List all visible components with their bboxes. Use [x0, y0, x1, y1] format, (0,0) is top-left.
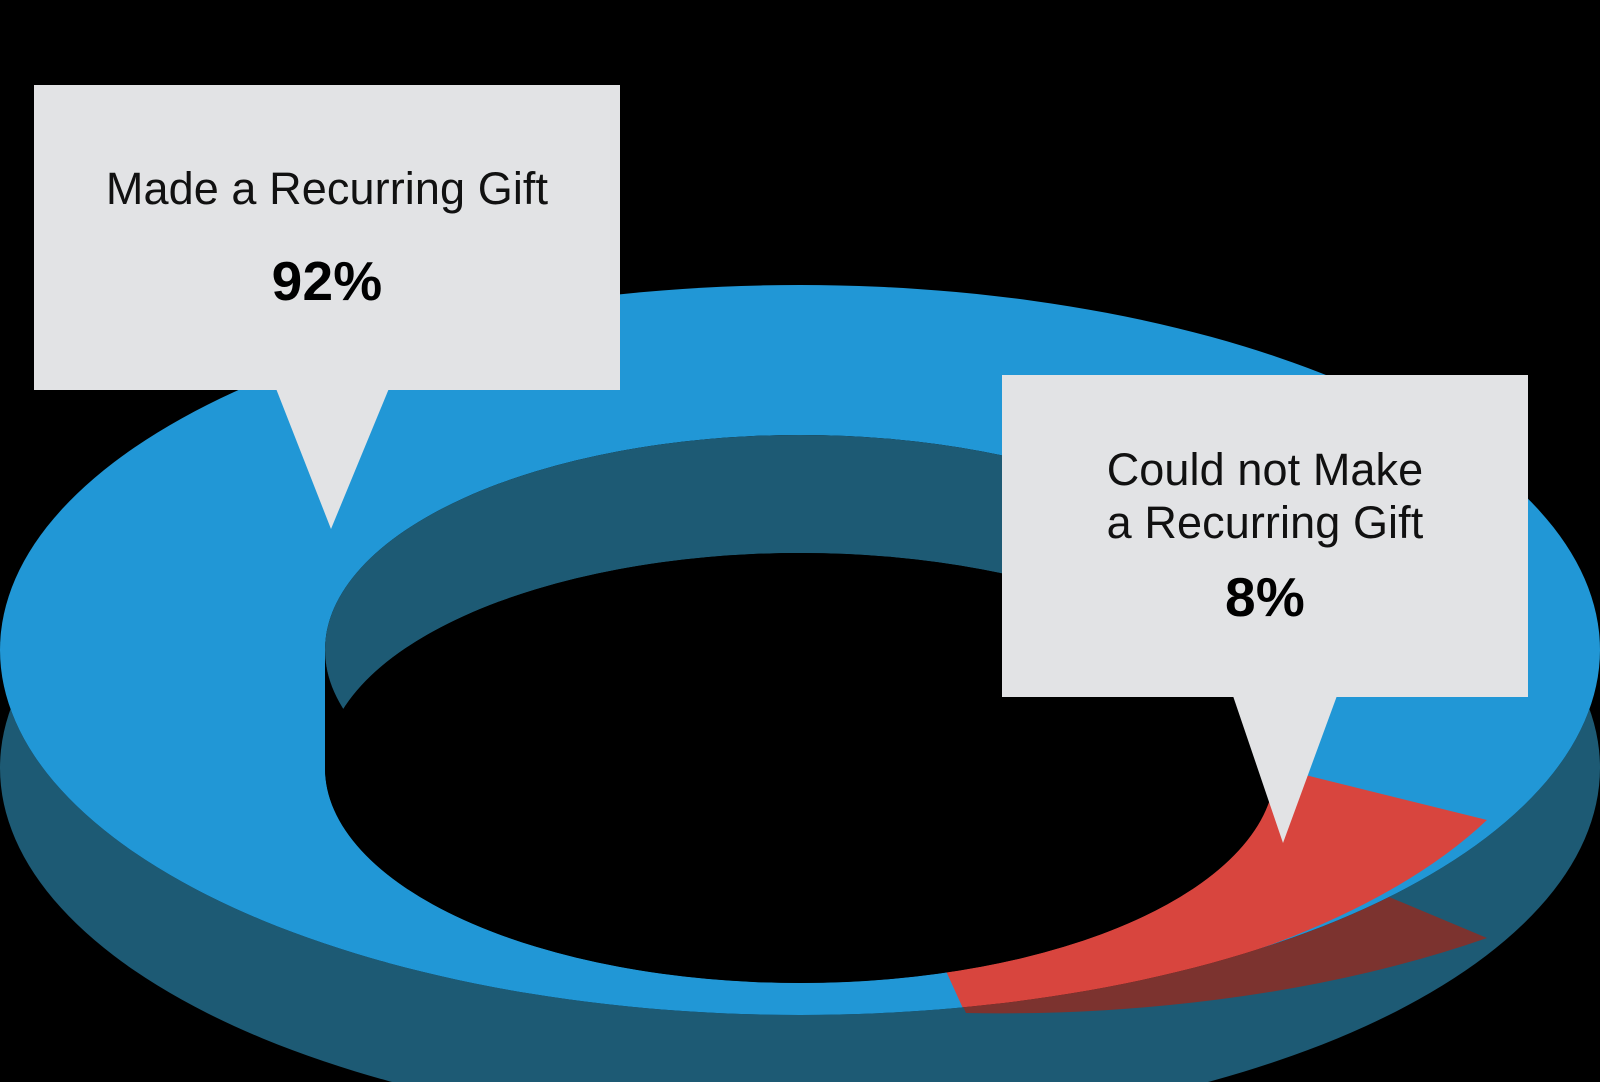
- callout-made-a-recurring-gift[interactable]: Made a Recurring Gift 92%: [34, 85, 620, 390]
- callout-2-label: Could not Make a Recurring Gift: [1106, 443, 1424, 548]
- callout-1-label: Made a Recurring Gift: [105, 162, 549, 214]
- donut-hole-floor: [325, 650, 1275, 983]
- callout-1-value: 92%: [271, 250, 383, 313]
- callout-could-not-make-a-recurring-gift[interactable]: Could not Make a Recurring Gift 8%: [1002, 375, 1528, 697]
- callout-2-value: 8%: [1225, 566, 1305, 629]
